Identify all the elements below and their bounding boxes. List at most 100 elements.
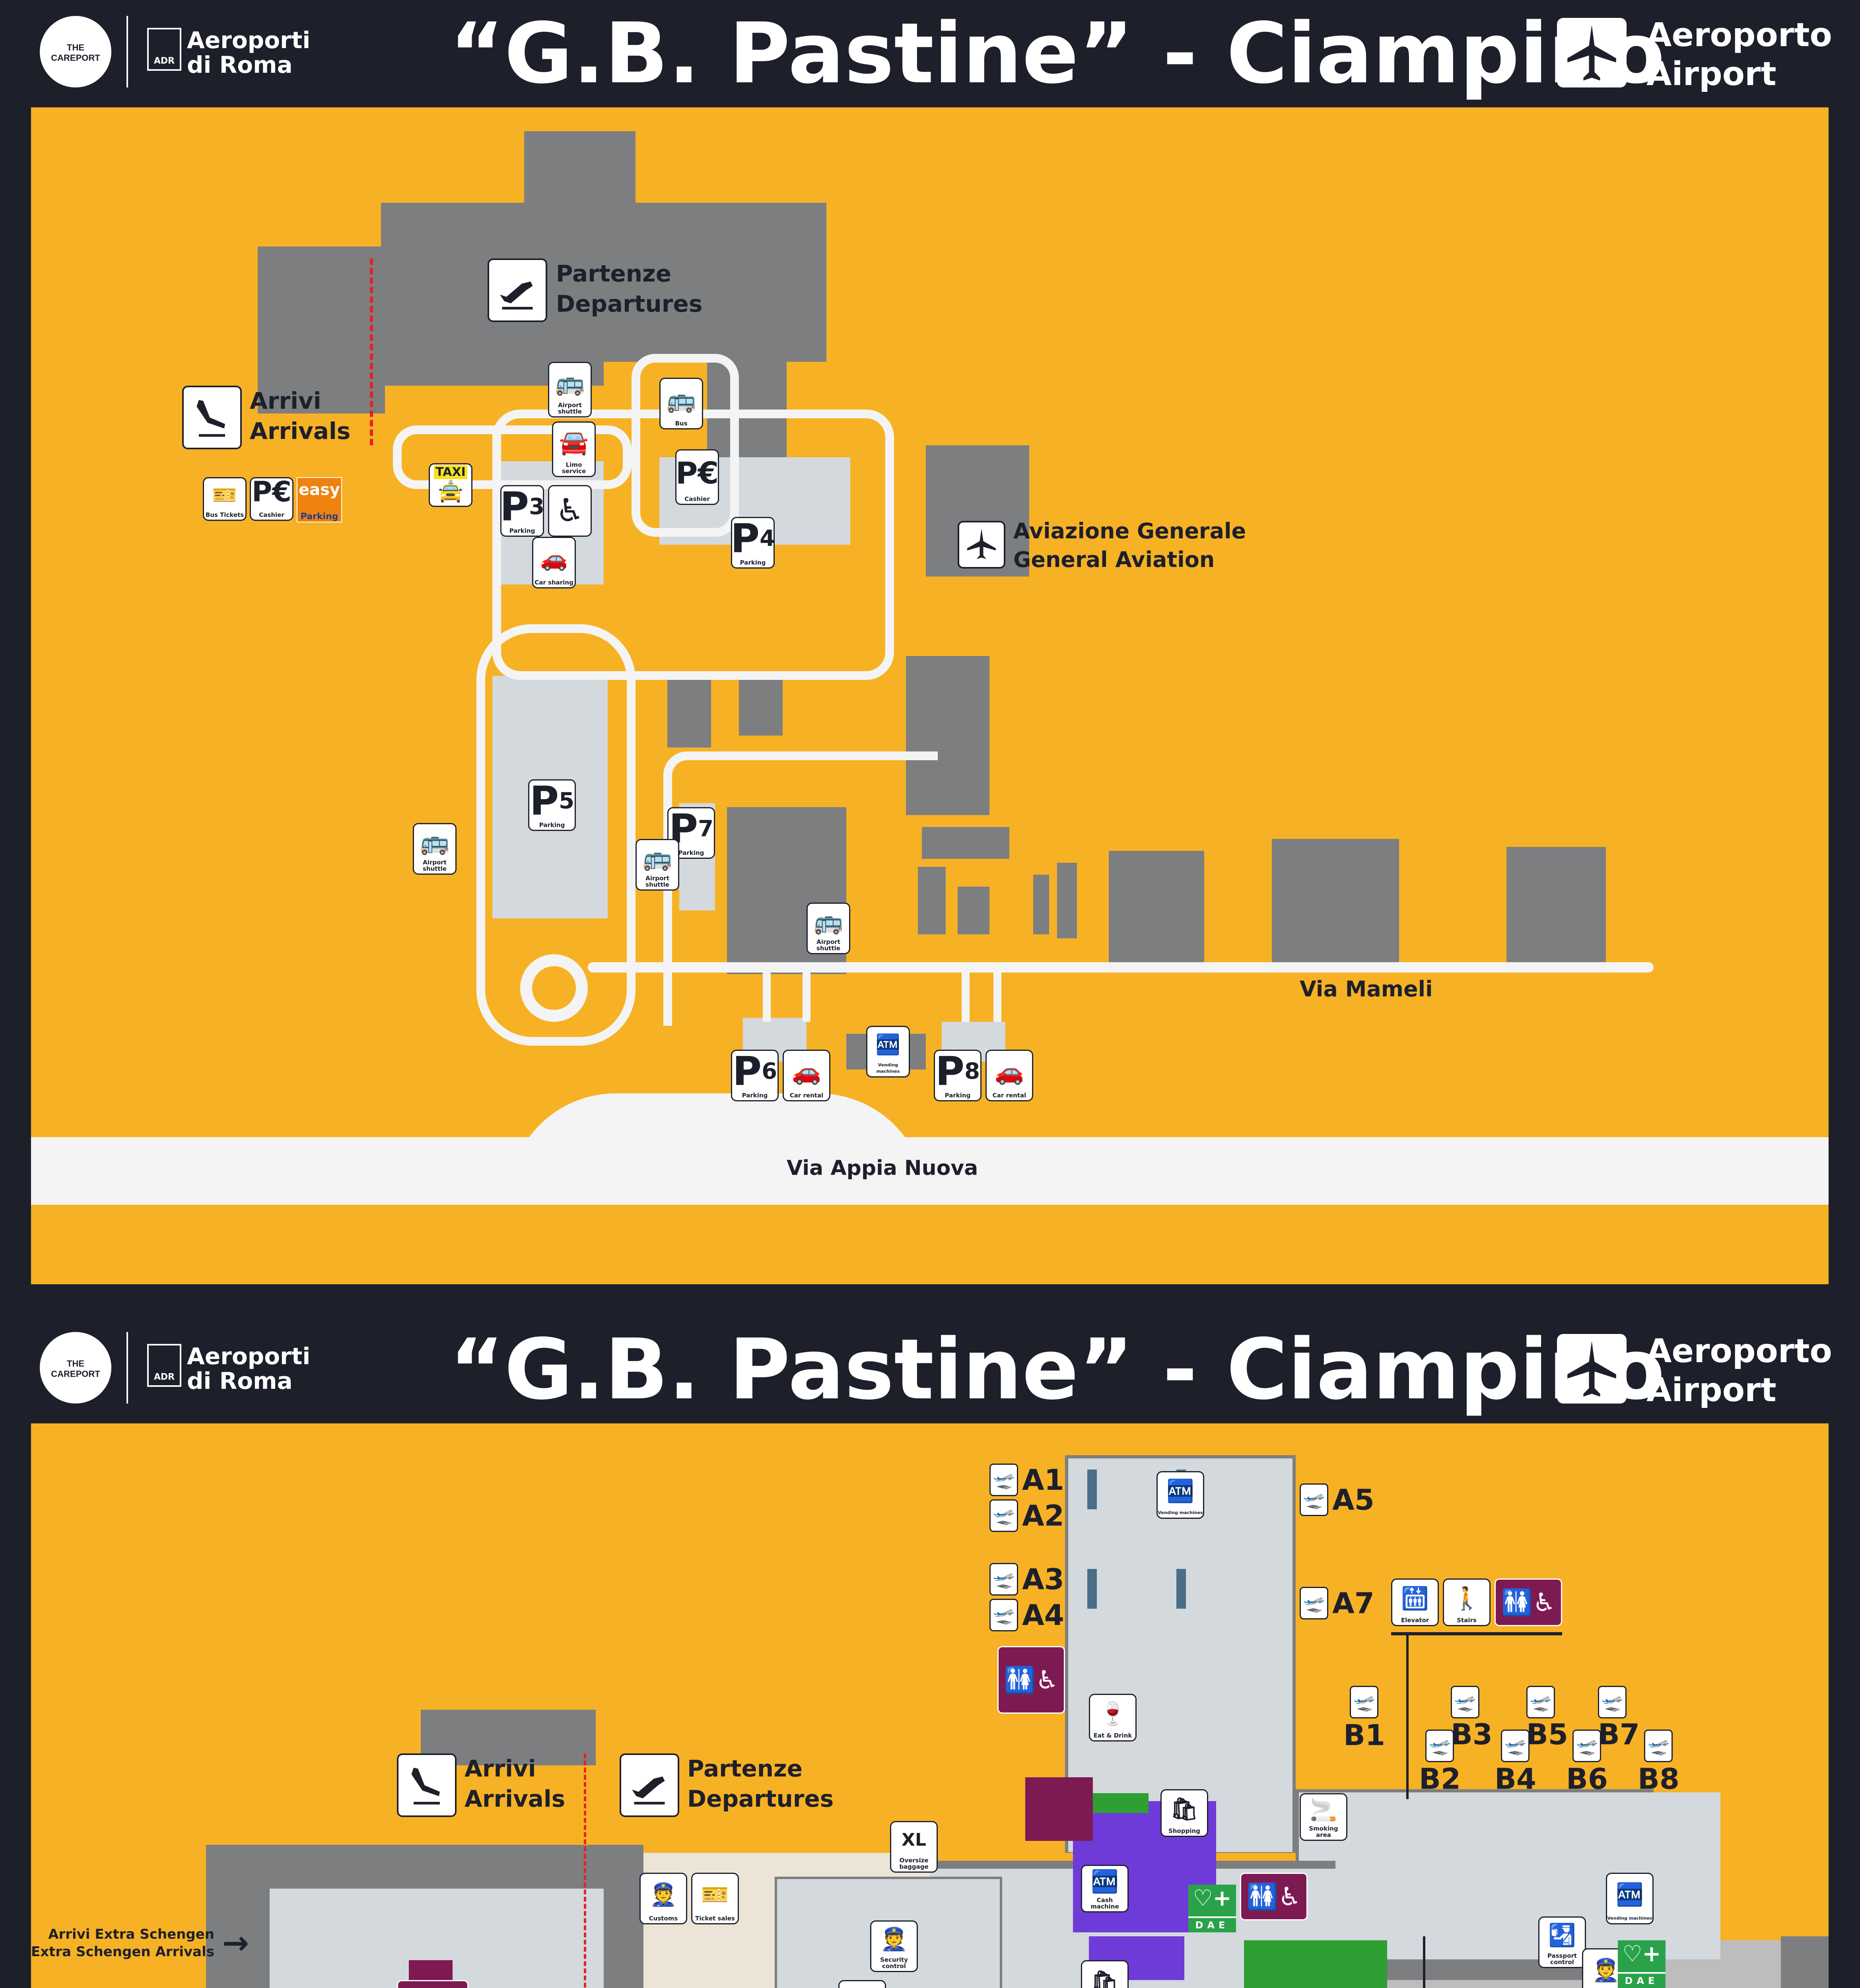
building	[1506, 847, 1606, 966]
car-rental-sign: 🚗Car rental	[985, 1050, 1033, 1101]
logo-divider	[126, 1332, 128, 1404]
gate-b5-label: B5	[1526, 1718, 1568, 1751]
departures-icon: 🛫	[1526, 1686, 1555, 1718]
airplane-icon	[1557, 1334, 1627, 1404]
building	[1109, 851, 1204, 966]
passport-control-sign: 🛂Passport control	[1538, 1916, 1586, 1968]
svg-text:THE: THE	[67, 1359, 84, 1369]
taxi-sign: TAXI🚖	[429, 463, 472, 507]
departures-icon: 🛫	[1350, 1686, 1379, 1718]
restroom-accessible-sign: 🚻♿	[997, 1646, 1065, 1714]
building	[667, 672, 711, 747]
departures-icon: 🛫	[989, 1563, 1018, 1596]
elevator-sign: 🛗Elevator	[1391, 1578, 1439, 1626]
gate-b1: 🛫B1	[1343, 1686, 1385, 1752]
adr-logo-box: ADR	[147, 1344, 181, 1387]
eat-drink-sign: 🍷Eat & Drink	[1089, 1694, 1137, 1741]
via-mameli-label: Via Mameli	[1300, 977, 1433, 1002]
p7-road	[663, 751, 938, 1026]
restroom-accessible-sign: 🚻♿	[397, 1980, 468, 1988]
via-appia-label: Via Appia Nuova	[787, 1156, 978, 1180]
gate-a4: 🛫A4	[989, 1598, 1064, 1632]
vending-machines-sign: 🏧Vending machines	[1606, 1873, 1654, 1924]
p8-access-road	[993, 970, 1001, 1022]
gate-b7: 🛫	[1598, 1686, 1627, 1718]
page-title: “G.B. Pastine” - Ciampino	[449, 5, 1665, 102]
p6-access-road	[803, 970, 810, 1022]
security-control-sign: 👮Security control	[870, 1920, 918, 1972]
adr-logo: ADR Aeroporti di Roma	[147, 28, 310, 77]
terminal-building	[707, 314, 787, 457]
airport-shuttle-sign: 🚌Airport shuttle	[548, 362, 592, 417]
p8-access-road	[962, 970, 970, 1022]
departures-icon: 🛫	[1501, 1730, 1530, 1762]
terminal-building	[258, 247, 385, 414]
airport-shuttle-sign: 🚌Airport shuttle	[636, 839, 679, 891]
stairs-sign: 🚶Stairs	[1443, 1578, 1491, 1626]
shopping-sign: 🛍Shopping	[1081, 1960, 1129, 1988]
ticket-sales-sign: 🎫Ticket sales	[691, 1873, 739, 1924]
page-title: “G.B. Pastine” - Ciampino	[449, 1321, 1665, 1418]
svg-text:THE: THE	[67, 43, 84, 52]
arrivals-icon	[397, 1753, 457, 1817]
smoking-area-sign: 🚬Smoking area	[1300, 1793, 1347, 1841]
departures-icon: 🛫	[1425, 1730, 1454, 1762]
p6-access-road	[763, 970, 771, 1022]
via-appia-road	[31, 1137, 1829, 1205]
gate-b3-label: B3	[1451, 1718, 1493, 1751]
gate-a2: 🛫A2	[989, 1499, 1064, 1532]
gate-b8: 🛫B8	[1638, 1730, 1679, 1796]
roundabout-approach	[508, 1093, 926, 1201]
departures-icon: 🛫	[989, 1464, 1018, 1496]
bus-tickets-sign: 🎫Bus Tickets	[203, 477, 247, 521]
gate-b7-label: B7	[1598, 1718, 1640, 1751]
logo-divider	[126, 16, 128, 87]
gate-b2: 🛫B2	[1419, 1730, 1461, 1796]
bus-loop-road	[632, 354, 739, 537]
building	[1057, 863, 1077, 938]
departures-icon	[620, 1753, 679, 1817]
building	[739, 680, 783, 736]
adr-logo-line2: di Roma	[187, 51, 293, 78]
customs-sign: 👮Customs	[639, 1873, 687, 1924]
departures-icon: 🛫	[989, 1599, 1018, 1631]
building	[906, 656, 989, 815]
arrow-right-icon: →	[222, 1924, 249, 1961]
departures-icon: 🛫	[989, 1499, 1018, 1532]
gate-a1: 🛫A1	[989, 1463, 1064, 1497]
vending-machines-sign: 🏧Vending machines	[1156, 1471, 1204, 1519]
food-zone	[1244, 1940, 1387, 1988]
dae-defibrillator-sign: ♡+DAE	[1188, 1885, 1236, 1932]
gate-b4: 🛫B4	[1495, 1730, 1536, 1796]
gate-b6: 🛫B6	[1566, 1730, 1608, 1796]
car-sharing-sign: 🚗Car sharing	[532, 537, 576, 588]
building	[1272, 839, 1399, 970]
svg-text:CAREPORT: CAREPORT	[51, 53, 100, 63]
arrivals-icon	[182, 386, 242, 449]
airplane-icon	[1557, 18, 1627, 87]
p5-loop-road	[476, 624, 636, 1046]
building	[958, 887, 989, 934]
car-rental-sign: 🚗Car rental	[783, 1050, 830, 1101]
departures-icon: 🛫	[1300, 1483, 1328, 1516]
departures-icon: 🛫	[1300, 1587, 1328, 1619]
adr-logo-line1: Aeroporti	[187, 27, 311, 54]
vending-machines-sign: 🏧Vending machines	[866, 1026, 910, 1077]
departures-icon: 🛫	[1451, 1686, 1479, 1718]
connector-line	[1423, 1936, 1425, 1988]
